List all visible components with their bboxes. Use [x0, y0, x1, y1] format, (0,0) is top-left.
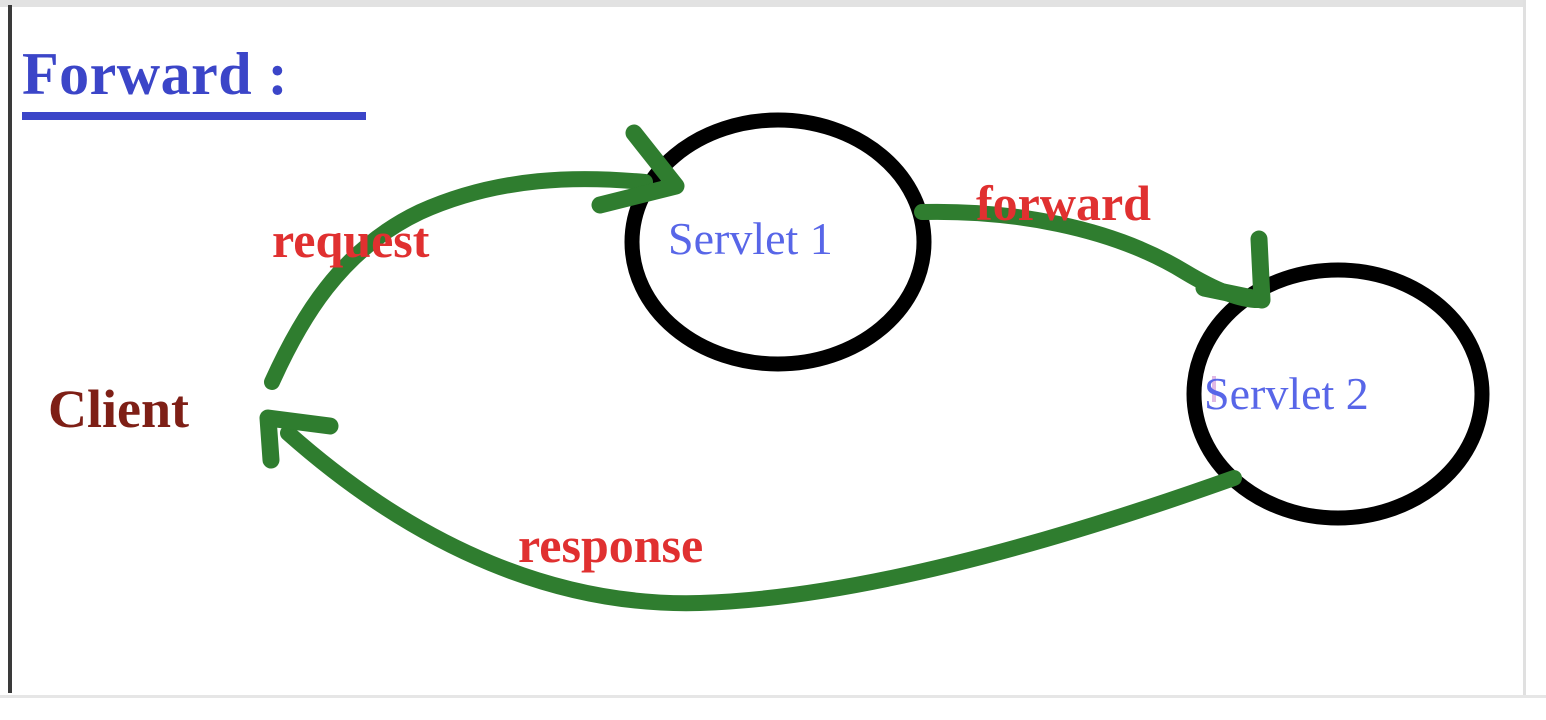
page-frame-right: [1523, 0, 1546, 720]
edge-label-request: request: [272, 212, 430, 268]
page-title-underline: [22, 112, 366, 120]
servlet2-label-artifact: [1212, 376, 1216, 402]
page-frame-bottom: [0, 695, 1546, 720]
forward-arrowhead: [1195, 230, 1271, 309]
servlet1-circle[interactable]: [624, 112, 932, 372]
response-arrow[interactable]: [259, 409, 1242, 612]
request-arrowhead: [591, 124, 685, 214]
edge-label-response: response: [518, 517, 704, 573]
response-arrowhead: [259, 409, 339, 469]
edge-label-forward: forward: [976, 175, 1151, 231]
request-arrow[interactable]: [264, 124, 685, 390]
page-frame-left-rule: [8, 5, 12, 693]
page-title: Forward :: [22, 41, 289, 107]
page-frame-top: [0, 0, 1546, 7]
node-label-servlet1[interactable]: Servlet 1: [668, 213, 833, 264]
servlet2-circle[interactable]: [1186, 262, 1490, 526]
node-label-client[interactable]: Client: [48, 379, 189, 439]
forward-arrow[interactable]: [914, 203, 1271, 309]
node-label-servlet2[interactable]: Servlet 2: [1204, 368, 1369, 419]
